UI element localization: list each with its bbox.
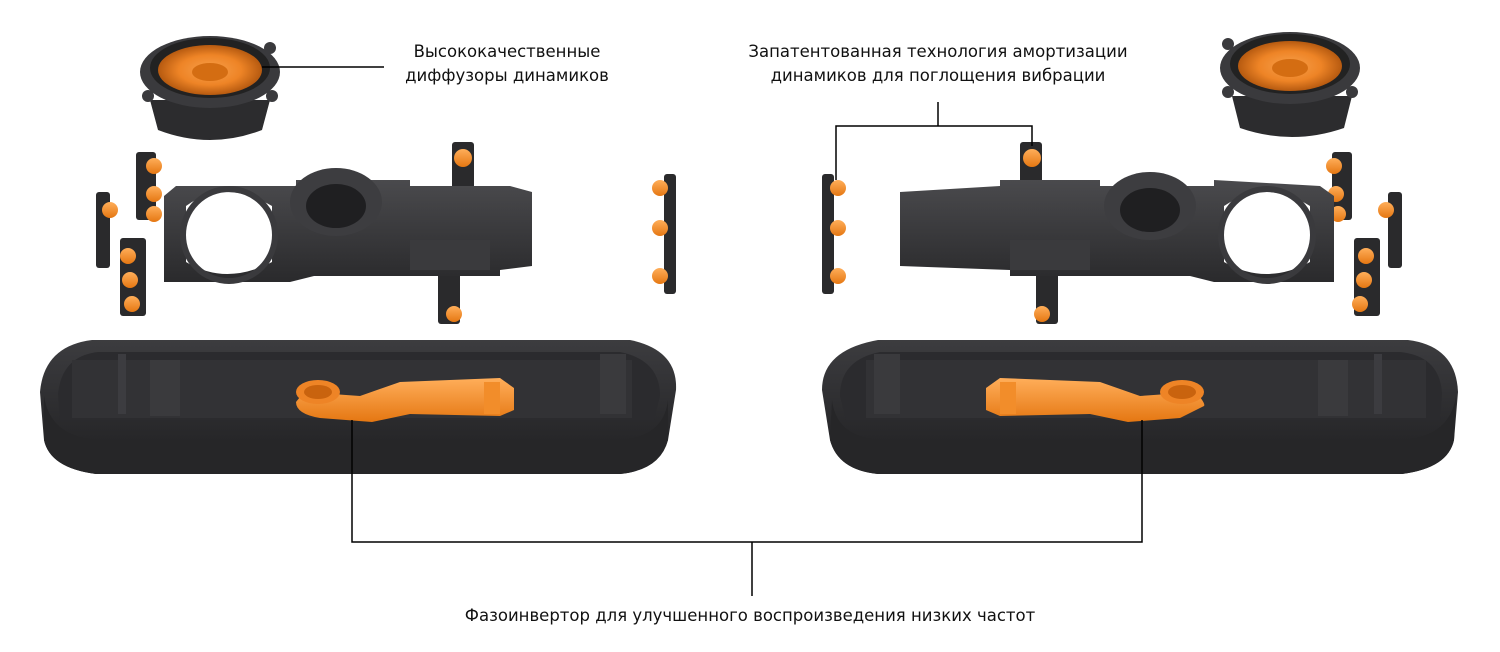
damper-rail-right-5 [1378,192,1402,268]
label-vibration-damping: Запатентованная технология амортизации д… [718,40,1158,88]
label-diffusers-line-1: Высококачественные [413,42,601,61]
speaker-chassis-left [164,168,532,284]
bass-reflex-port-right [986,378,1205,422]
right-assembly [822,32,1458,474]
damper-rail-right-4 [1326,152,1352,222]
label-damping-line-2: динамиков для поглощения вибрации [770,66,1106,85]
label-speaker-diffusers: Высококачественные диффузоры динамиков [372,40,642,88]
callout-line-bass-reflex [351,420,1143,543]
bass-reflex-port-left [296,378,514,422]
speaker-driver-right [1220,32,1360,137]
damper-rail-right-1 [822,174,846,294]
label-diffusers-line-2: диффузоры динамиков [405,66,609,85]
damper-rail-left-3 [120,238,146,316]
damper-rail-left-2 [96,192,118,268]
damper-rail-left-1 [136,152,162,222]
callout-line-damping [835,125,1033,180]
damper-rail-left-4 [452,142,474,198]
speaker-chassis-right [900,172,1334,284]
speaker-driver-left [140,36,280,140]
enclosure-right [822,340,1458,474]
label-bass-reflex-text: Фазоинвертор для улучшенного воспроизвед… [464,606,1036,625]
left-assembly [40,36,677,474]
damper-rail-right-6 [1352,238,1380,316]
damper-rail-left-6 [652,174,676,294]
callout-lines [262,66,1143,596]
label-bass-reflex: Фазоинвертор для улучшенного воспроизвед… [400,604,1100,628]
label-damping-line-1: Запатентованная технология амортизации [748,42,1128,61]
